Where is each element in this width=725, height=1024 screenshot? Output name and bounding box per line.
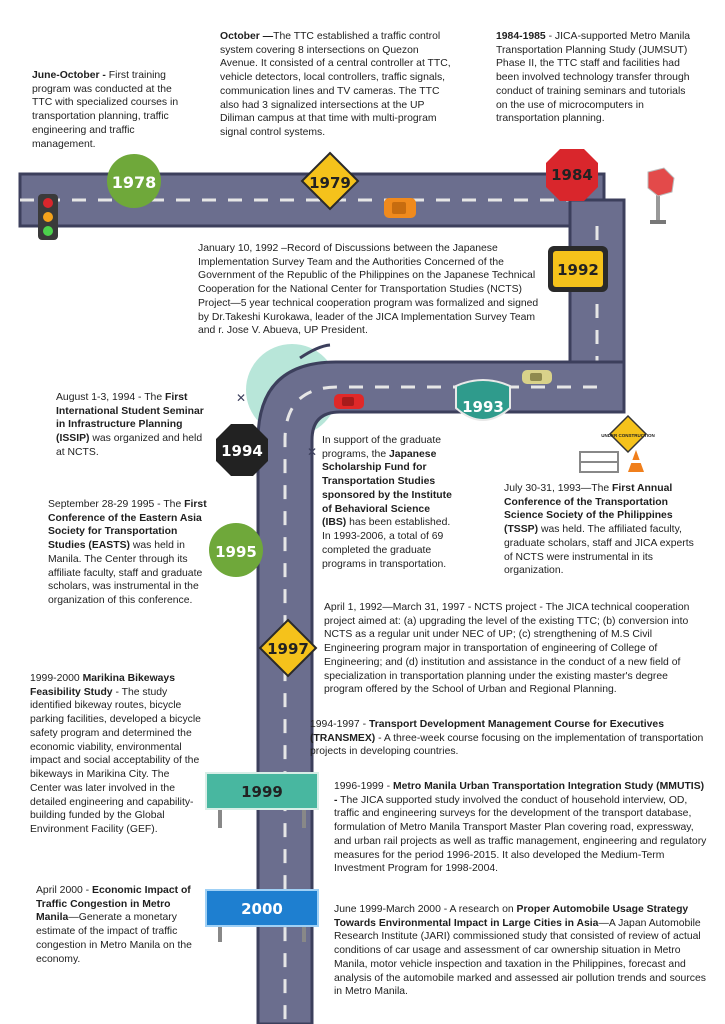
event-1979-lead: October — <box>220 31 274 42</box>
under-construction-sign-icon: UNDER CONSTRUCTION <box>579 414 655 473</box>
event-1979-text: The TTC established a traffic control sy… <box>220 31 451 139</box>
traffic-light-icon <box>38 194 58 240</box>
event-marikina: 1999-2000 Marikina Bikeways Feasibility … <box>30 672 202 837</box>
event-1994-pre: August 1-3, 1994 - The <box>56 392 165 403</box>
event-mmutis-bold: Metro Manila Urban Transportation Integr… <box>334 781 705 806</box>
decorative-x-mark: ✕ <box>236 391 246 405</box>
event-1995-bold: First Conference of the Eastern Asia Soc… <box>48 499 207 552</box>
event-2000-congestion-bold: Economic Impact of Traffic Congestion in… <box>36 885 191 924</box>
event-1984: 1984-1985 - JICA-supported Metro Manila … <box>496 30 692 126</box>
year-label-1979: 1979 <box>309 174 351 192</box>
year-label-1984: 1984 <box>551 166 593 184</box>
event-mmutis-pre: 1996-1999 - <box>334 781 393 792</box>
event-1978: June-October - First training program wa… <box>32 69 192 151</box>
year-badge-1994: 1994 <box>216 424 268 476</box>
event-1995-pre: September 28-29 1995 - The <box>48 499 185 510</box>
year-label-1995: 1995 <box>215 543 257 561</box>
event-1997: April 1, 1992—March 31, 1997 - NCTS proj… <box>324 601 708 697</box>
event-2000-automobile: June 1999-March 2000 - A research on Pro… <box>334 903 710 999</box>
event-1978-lead: June-October - <box>32 70 109 81</box>
event-1992: January 10, 1992 –Record of Discussions … <box>198 242 546 338</box>
event-1993-bold: First Annual Conference of the Transport… <box>504 483 673 536</box>
event-transmex-bold: Transport Development Management Course … <box>310 719 664 744</box>
year-badge-1978: 1978 <box>107 154 161 208</box>
year-badge-1992: 1992 <box>548 246 608 292</box>
event-2000-congestion-post: —Generate a monetary estimate of the imp… <box>36 912 192 965</box>
event-scholarship-pre: In support of the graduate programs, the <box>322 435 442 460</box>
event-marikina-pre: 1999-2000 <box>30 673 83 684</box>
event-transmex-post: - A three-week course focusing on the im… <box>310 732 704 758</box>
event-scholarship: In support of the graduate programs, the… <box>322 434 456 571</box>
event-1997-text: April 1, 1992—March 31, 1997 - NCTS proj… <box>324 602 690 696</box>
event-2000-automobile-pre: June 1999-March 2000 - A research on <box>334 904 517 915</box>
year-label-1978: 1978 <box>112 173 157 192</box>
event-1994-bold: First International Student Seminar in I… <box>56 392 204 445</box>
event-1979: October —The TTC established a traffic c… <box>220 30 458 140</box>
event-1978-text: First training program was conducted at … <box>32 70 179 150</box>
year-label-1992: 1992 <box>557 261 599 279</box>
year-badge-1993: 1993 <box>455 379 511 421</box>
event-1995-post: was held in Manila. The Center through i… <box>48 540 203 607</box>
orange-car-icon <box>384 198 416 218</box>
event-1994-post: was organized and held at NCTS. <box>56 433 203 458</box>
event-transmex: 1994-1997 - Transport Development Manage… <box>310 718 710 759</box>
year-badge-1999: 1999 <box>205 772 319 828</box>
event-2000-congestion-pre: April 2000 - <box>36 885 93 896</box>
event-1994: August 1-3, 1994 - The First Internation… <box>56 391 206 460</box>
event-marikina-post: - The study identified bikeway routes, b… <box>30 686 201 836</box>
year-badge-1995: 1995 <box>209 523 263 577</box>
event-1984-lead: 1984-1985 <box>496 31 546 42</box>
event-marikina-bold: Marikina Bikeways Feasibility Study <box>30 673 175 698</box>
event-mmutis: 1996-1999 - Metro Manila Urban Transport… <box>334 780 710 876</box>
event-2000-automobile-post: —A Japan Automobile Research Institute (… <box>334 917 706 998</box>
event-2000-automobile-bold: Proper Automobile Usage Strategy Towards… <box>334 904 689 929</box>
year-label-2000: 2000 <box>241 900 283 918</box>
red-car-icon <box>334 394 364 409</box>
year-badge-1979: 1979 <box>300 151 360 211</box>
event-mmutis-post: The JICA supported study involved the co… <box>334 794 707 875</box>
year-label-1999: 1999 <box>241 783 283 801</box>
event-2000-congestion: April 2000 - Economic Impact of Traffic … <box>36 884 202 966</box>
event-1984-text: - JICA-supported Metro Manila Transporta… <box>496 31 691 125</box>
event-scholarship-bold: Japanese Scholarship Fund for Transporta… <box>322 448 452 529</box>
event-scholarship-post: has been established. In 1993-2006, a to… <box>322 517 451 570</box>
event-1993: July 30-31, 1993—The First Annual Confer… <box>504 482 700 578</box>
year-label-1994: 1994 <box>221 442 263 460</box>
event-1992-text: January 10, 1992 –Record of Discussions … <box>198 243 539 337</box>
year-badge-1984: 1984 <box>546 149 598 201</box>
stop-sign-icon <box>647 167 675 224</box>
event-1993-post: was held. The affiliated faculty, gradua… <box>504 524 694 577</box>
event-1993-pre: July 30-31, 1993—The <box>504 483 613 494</box>
under-construction-sign-label: UNDER CONSTRUCTION <box>601 433 655 438</box>
year-label-1997: 1997 <box>267 640 309 658</box>
beige-car-icon <box>522 370 552 384</box>
decorative-x-mark: ✕ <box>307 445 317 459</box>
year-badge-2000: 2000 <box>205 889 319 942</box>
event-transmex-pre: 1994-1997 - <box>310 719 369 730</box>
year-badge-1997: 1997 <box>258 618 318 678</box>
year-label-1993: 1993 <box>462 398 504 416</box>
event-1995: September 28-29 1995 - The First Confere… <box>48 498 214 608</box>
